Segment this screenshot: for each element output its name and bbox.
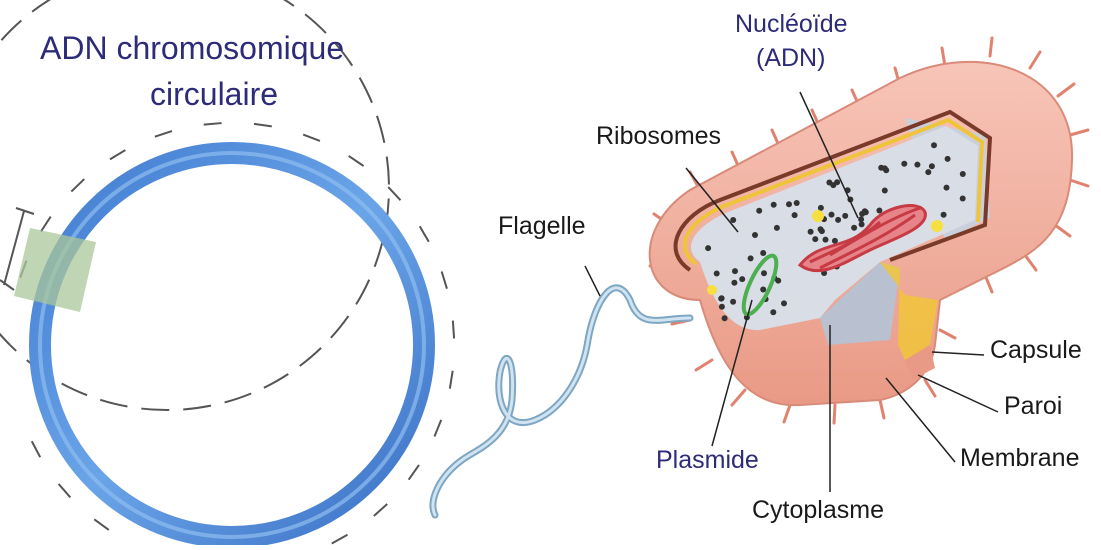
ribosome bbox=[792, 212, 798, 218]
ribosome bbox=[945, 156, 951, 162]
ribosome bbox=[929, 163, 935, 169]
ribosome bbox=[760, 250, 766, 256]
label-membrane: Membrane bbox=[960, 444, 1080, 473]
pilus bbox=[990, 38, 992, 56]
ribosome bbox=[960, 196, 966, 202]
gene-tick bbox=[32, 441, 40, 457]
ribosome bbox=[739, 276, 745, 282]
ribosome bbox=[748, 255, 754, 261]
ribosome bbox=[714, 271, 720, 277]
ribosome bbox=[944, 185, 950, 191]
ribosome bbox=[731, 280, 737, 286]
gene-tick bbox=[59, 484, 71, 498]
ribosome bbox=[960, 171, 966, 177]
ribosome bbox=[823, 237, 829, 243]
gene-tick bbox=[450, 371, 453, 389]
gene-tick bbox=[204, 123, 222, 125]
ribosome bbox=[882, 188, 888, 194]
ribosome bbox=[851, 225, 857, 231]
gene-tick bbox=[94, 519, 109, 530]
label-ribosomes: Ribosomes bbox=[596, 122, 721, 151]
gene-tick bbox=[155, 131, 172, 137]
ribosome bbox=[925, 169, 931, 175]
ribosome bbox=[901, 161, 907, 167]
ribosome bbox=[732, 268, 738, 274]
gene-tick bbox=[420, 226, 429, 242]
ribosome bbox=[730, 217, 736, 223]
gene-tick bbox=[442, 271, 447, 288]
label-nucleoid-adn: (ADN) bbox=[756, 44, 825, 73]
pilus bbox=[1070, 180, 1088, 186]
diagram-title-line2: circulaire bbox=[150, 76, 278, 113]
gene-tick bbox=[349, 156, 364, 166]
ribosome bbox=[722, 315, 728, 321]
pilus bbox=[940, 330, 955, 338]
ribosome bbox=[830, 182, 836, 188]
ribosome bbox=[771, 202, 777, 208]
ribosome bbox=[941, 212, 947, 218]
leader-flagelle bbox=[585, 266, 600, 296]
ribosome bbox=[883, 167, 889, 173]
leader-capsule bbox=[932, 352, 984, 355]
chromosome-ring-highlight bbox=[40, 153, 424, 537]
pilus bbox=[696, 360, 712, 370]
gene-tick bbox=[409, 465, 419, 480]
label-capsule: Capsule bbox=[990, 336, 1082, 365]
ribosome bbox=[808, 229, 814, 235]
leader-paroi bbox=[918, 375, 998, 412]
ribosome bbox=[786, 201, 792, 207]
gene-tick bbox=[332, 535, 348, 544]
pilus bbox=[880, 400, 884, 418]
gene-tick bbox=[374, 504, 387, 516]
ribosome bbox=[914, 162, 920, 168]
ribosome bbox=[812, 236, 818, 242]
ribosome bbox=[730, 299, 736, 305]
pilus bbox=[1055, 225, 1070, 236]
gene-tick bbox=[254, 124, 272, 127]
gene-tick bbox=[453, 321, 454, 339]
ribosome bbox=[781, 300, 787, 306]
pilus bbox=[784, 405, 790, 422]
pilus bbox=[1058, 84, 1074, 96]
label-nucleoid: Nucléoïde bbox=[735, 10, 848, 39]
ribosome bbox=[818, 226, 824, 232]
ribosome bbox=[718, 296, 724, 302]
diagram-title-line1: ADN chromosomique bbox=[40, 30, 344, 67]
gene-tick bbox=[41, 217, 51, 232]
ribosome bbox=[859, 221, 865, 227]
gene-tick bbox=[110, 150, 125, 159]
ribosome bbox=[774, 225, 780, 231]
ribosome bbox=[752, 232, 758, 238]
ribosome bbox=[829, 212, 835, 218]
ribosome bbox=[761, 270, 767, 276]
highlighted-segment bbox=[14, 228, 96, 312]
pilus bbox=[1025, 255, 1036, 270]
ribosome bbox=[770, 309, 776, 315]
label-paroi: Paroi bbox=[1004, 392, 1062, 421]
ribosome bbox=[719, 304, 725, 310]
ribosome bbox=[842, 213, 848, 219]
ribosome bbox=[931, 142, 937, 148]
label-plasmide: Plasmide bbox=[656, 446, 759, 475]
pilus bbox=[1070, 130, 1088, 135]
ribosome bbox=[794, 200, 800, 206]
ribosome bbox=[756, 208, 762, 214]
gene-tick bbox=[388, 187, 400, 200]
gene-tick bbox=[71, 179, 84, 192]
gene-tick bbox=[303, 135, 320, 141]
label-flagelle: Flagelle bbox=[498, 212, 586, 241]
pilus bbox=[834, 405, 835, 423]
ribosome bbox=[862, 208, 868, 214]
ribosome bbox=[760, 287, 766, 293]
gene-tick bbox=[434, 420, 441, 437]
ribosome bbox=[705, 245, 711, 251]
leader-membrane bbox=[886, 378, 955, 462]
ribosome bbox=[818, 205, 824, 211]
pilus bbox=[1030, 52, 1040, 68]
label-cytoplasme: Cytoplasme bbox=[752, 496, 884, 525]
ribosome bbox=[835, 217, 841, 223]
pilus bbox=[732, 390, 745, 405]
